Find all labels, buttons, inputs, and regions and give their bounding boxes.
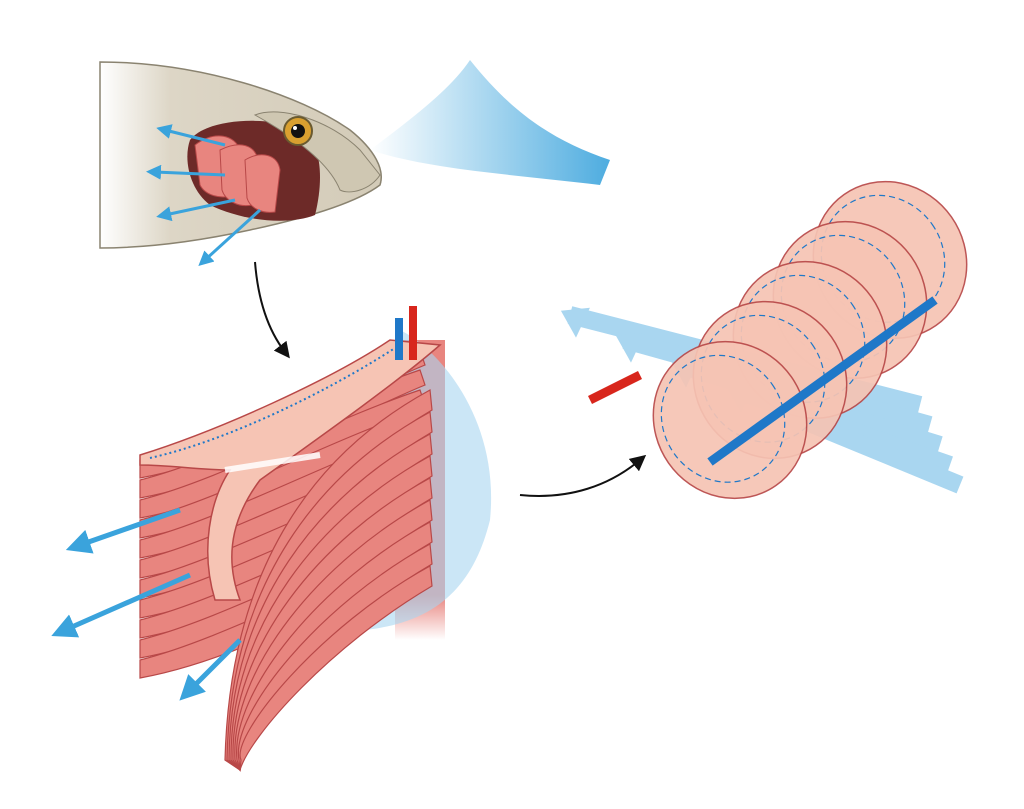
flow-arrow-down — [254, 261, 290, 359]
vessel-blue — [395, 318, 403, 360]
vessel-red — [409, 306, 417, 360]
capillary-network — [820, 194, 946, 323]
capillary-network — [780, 234, 906, 363]
lamella — [652, 340, 808, 500]
gill-filament — [239, 565, 433, 771]
efferent-vessel — [707, 296, 938, 466]
fish-head — [99, 61, 382, 249]
gill-lamellae — [560, 180, 968, 500]
capillary-network — [700, 314, 826, 443]
afferent-vessel — [587, 370, 643, 405]
water-flow-arrows-filaments — [51, 507, 242, 701]
gill-filaments — [139, 306, 492, 773]
capillary-network — [660, 354, 786, 483]
water-flow-arrows-fish — [146, 124, 262, 267]
capillary-network — [740, 274, 866, 403]
water-stream-in — [370, 60, 610, 185]
flow-arrow-right — [519, 454, 647, 497]
water-arrowhead — [560, 307, 590, 338]
water-arrowhead — [615, 332, 645, 363]
gill-arches — [194, 135, 281, 213]
